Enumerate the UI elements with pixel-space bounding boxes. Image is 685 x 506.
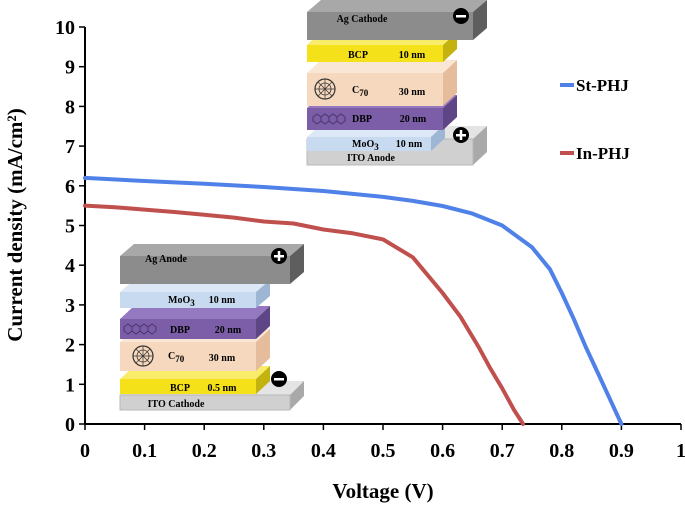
label-ito-cathode: ITO Cathode (148, 399, 205, 410)
label-moo3-bottom-main: MoO (168, 295, 190, 306)
x-tick-label: 0.2 (192, 440, 217, 462)
x-tick-label: 0.3 (251, 440, 276, 462)
x-tick-label: 0.6 (430, 440, 455, 462)
label-dbp: DBP (352, 114, 372, 125)
series-line-in-phj (83, 203, 526, 426)
y-tick-label: 4 (65, 255, 75, 277)
plus-sign-icon-bottom (271, 248, 287, 264)
y-tick-label: 9 (65, 57, 75, 79)
label-bcp-bottom-thickness: 0.5 nm (208, 383, 238, 394)
y-tick-label: 6 (65, 176, 75, 198)
dbp-molecule-icon (312, 113, 346, 125)
minus-sign-icon-bottom (271, 371, 287, 387)
series-layer (83, 175, 624, 426)
x-tick-label: 0 (80, 440, 90, 462)
layer-ag-anode (120, 244, 304, 284)
label-moo3-sub: 3 (374, 142, 379, 152)
c70-fullerene-icon-bottom (132, 345, 154, 367)
label-moo3-bottom: MoO3 (168, 295, 195, 308)
label-moo3: MoO3 (352, 139, 379, 152)
x-tick-label: 0.8 (549, 440, 574, 462)
x-axis-title: Voltage (V) (332, 479, 433, 503)
label-c70-main: C (352, 85, 359, 96)
x-tick-label: 0.4 (311, 440, 336, 462)
label-c70-thickness: 30 nm (399, 87, 426, 98)
legend-label-st-phj: St-PHJ (576, 76, 629, 95)
label-c70-bottom-sub: 70 (175, 354, 185, 364)
plus-sign-icon (453, 127, 469, 143)
label-bcp: BCP (348, 50, 368, 61)
label-bcp-bottom: BCP (170, 383, 190, 394)
y-tick-label: 7 (65, 136, 75, 158)
y-tick-label: 3 (65, 295, 75, 317)
y-tick-label: 10 (55, 17, 75, 39)
label-bcp-thickness: 10 nm (399, 50, 426, 61)
dbp-molecule-icon-bottom (123, 323, 157, 335)
layer-c70 (307, 60, 457, 106)
c70-fullerene-icon (314, 78, 336, 100)
legend: St-PHJ In-PHJ (560, 76, 630, 163)
minus-sign-icon (453, 8, 469, 24)
label-dbp-bottom-thickness: 20 nm (215, 325, 242, 336)
label-c70: C70 (352, 85, 369, 98)
x-tick-label: 0.1 (132, 440, 157, 462)
layer-dbp-bottom (120, 306, 270, 339)
x-tick-label: 0.9 (609, 440, 634, 462)
layer-ag-cathode (307, 0, 487, 40)
label-ag-cathode: Ag Cathode (337, 14, 388, 25)
x-tick-label: 0.7 (490, 440, 515, 462)
label-c70-bottom-thickness: 30 nm (209, 353, 236, 364)
label-ag-anode: Ag Anode (145, 254, 188, 265)
y-tick-label: 8 (65, 96, 75, 118)
x-tick-label: 1 (676, 440, 685, 462)
label-c70-bottom-main: C (168, 351, 175, 362)
device-stack-bottom: Ag Anode MoO3 10 nm DBP 20 nm C70 30 nm … (119, 244, 304, 411)
layer-moo3-bottom (120, 280, 270, 308)
label-moo3-thickness: 10 nm (396, 139, 423, 150)
label-moo3-main: MoO (352, 139, 374, 150)
y-axis-title: Current density (mA/cm²) (3, 108, 27, 341)
label-dbp-thickness: 20 nm (400, 114, 427, 125)
y-tick-label: 1 (65, 374, 75, 396)
label-c70-sub: 70 (359, 88, 369, 98)
series-line-st-phj (83, 175, 624, 426)
label-c70-bottom: C70 (168, 351, 185, 364)
y-tick-label: 0 (65, 414, 75, 436)
label-moo3-bottom-thickness: 10 nm (209, 295, 236, 306)
y-tick-label: 2 (65, 335, 75, 357)
y-tick-label: 5 (65, 216, 75, 238)
label-ito-anode: ITO Anode (347, 153, 395, 164)
x-tick-label: 0.5 (371, 440, 396, 462)
legend-label-in-phj: In-PHJ (576, 144, 630, 163)
device-stack-top: Ag Cathode BCP 10 nm C70 30 nm DBP 20 nm… (306, 0, 487, 166)
label-dbp-bottom: DBP (170, 325, 190, 336)
label-moo3-bottom-sub: 3 (190, 298, 195, 308)
